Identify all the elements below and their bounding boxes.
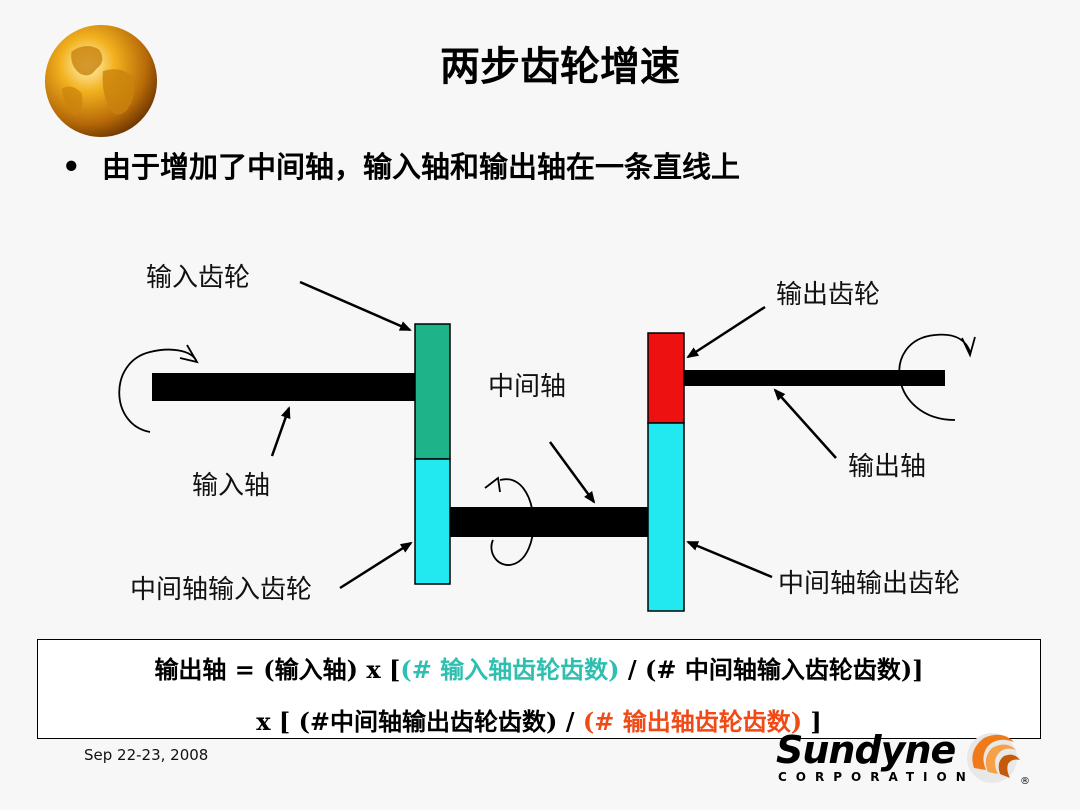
formula-box: 输出轴 = (输入轴) x [(# 输入轴齿轮齿数) / (# 中间轴输入齿轮齿… bbox=[37, 639, 1041, 739]
logo-name: Sundyne bbox=[776, 728, 956, 772]
intermediate-shaft-pointer bbox=[548, 441, 596, 504]
label-output-shaft: 输出轴 bbox=[848, 452, 926, 482]
label-intermediate-shaft: 中间轴 bbox=[488, 372, 566, 402]
intermediate-shaft bbox=[449, 507, 649, 537]
output-shaft-pointer bbox=[773, 388, 837, 459]
intermediate-input-gear bbox=[414, 458, 451, 585]
page-title: 两步齿轮增速 bbox=[440, 44, 680, 90]
label-intermediate-input-gear: 中间轴输入齿轮 bbox=[130, 575, 312, 605]
output-gear bbox=[647, 332, 685, 424]
input-shaft-pointer bbox=[270, 406, 291, 457]
svg-text:®: ® bbox=[1020, 776, 1030, 786]
label-input-gear: 输入齿轮 bbox=[146, 263, 250, 293]
formula-line-2: x [ (#中间轴输出齿轮齿数) / (# 输出轴齿轮齿数) ] bbox=[256, 707, 822, 736]
label-input-shaft: 输入轴 bbox=[192, 471, 270, 501]
globe-icon bbox=[44, 24, 158, 138]
output-gear-pointer bbox=[686, 305, 766, 359]
sundyne-swirl-icon: ® bbox=[967, 733, 1030, 786]
bullet-item: • 由于增加了中间轴，输入轴和输出轴在一条直线上 bbox=[62, 144, 740, 186]
output-shaft bbox=[684, 370, 945, 386]
input-rotation-arrow bbox=[118, 344, 199, 433]
intermediate-input-gear-pointer bbox=[339, 541, 413, 590]
formula-line-1: 输出轴 = (输入轴) x [(# 输入轴齿轮齿数) / (# 中间轴输入齿轮齿… bbox=[154, 655, 924, 684]
intermediate-rotation-arrow bbox=[484, 476, 535, 566]
label-output-gear: 输出齿轮 bbox=[776, 280, 880, 310]
intermediate-output-gear bbox=[647, 422, 685, 612]
footer-date: Sep 22-23, 2008 bbox=[84, 746, 209, 764]
input-shaft bbox=[152, 373, 416, 401]
bullet-dot-icon: • bbox=[62, 150, 81, 184]
label-intermediate-output-gear: 中间轴输出齿轮 bbox=[778, 569, 960, 599]
intermediate-output-gear-pointer bbox=[686, 540, 773, 579]
formula-input-teeth: (# 输入轴齿轮齿数) bbox=[400, 655, 620, 684]
logo-subtitle: CORPORATION bbox=[778, 770, 975, 784]
input-gear bbox=[414, 323, 451, 460]
bullet-text: 由于增加了中间轴，输入轴和输出轴在一条直线上 bbox=[102, 150, 741, 184]
formula-output-teeth: (# 输出轴齿轮齿数) bbox=[582, 707, 803, 736]
output-rotation-arrow bbox=[898, 333, 976, 421]
input-gear-pointer bbox=[299, 280, 412, 332]
